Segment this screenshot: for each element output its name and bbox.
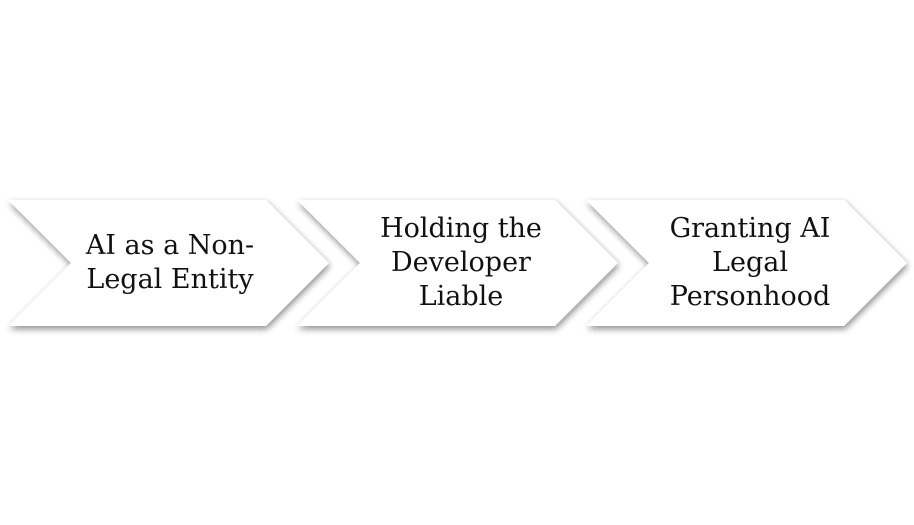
step-1-text: AI as a Non- Legal Entity xyxy=(85,230,255,295)
step-1-label: AI as a Non- Legal Entity xyxy=(70,200,270,326)
step-2-text: Holding the Developer Liable xyxy=(380,213,542,312)
step-3-text: Granting AI Legal Personhood xyxy=(669,213,831,312)
chevron-step-1 xyxy=(8,200,329,326)
step-2-label: Holding the Developer Liable xyxy=(361,200,561,326)
chevron-step-3 xyxy=(586,200,907,326)
chevron-step-2 xyxy=(297,200,618,326)
step-3-label: Granting AI Legal Personhood xyxy=(650,200,850,326)
